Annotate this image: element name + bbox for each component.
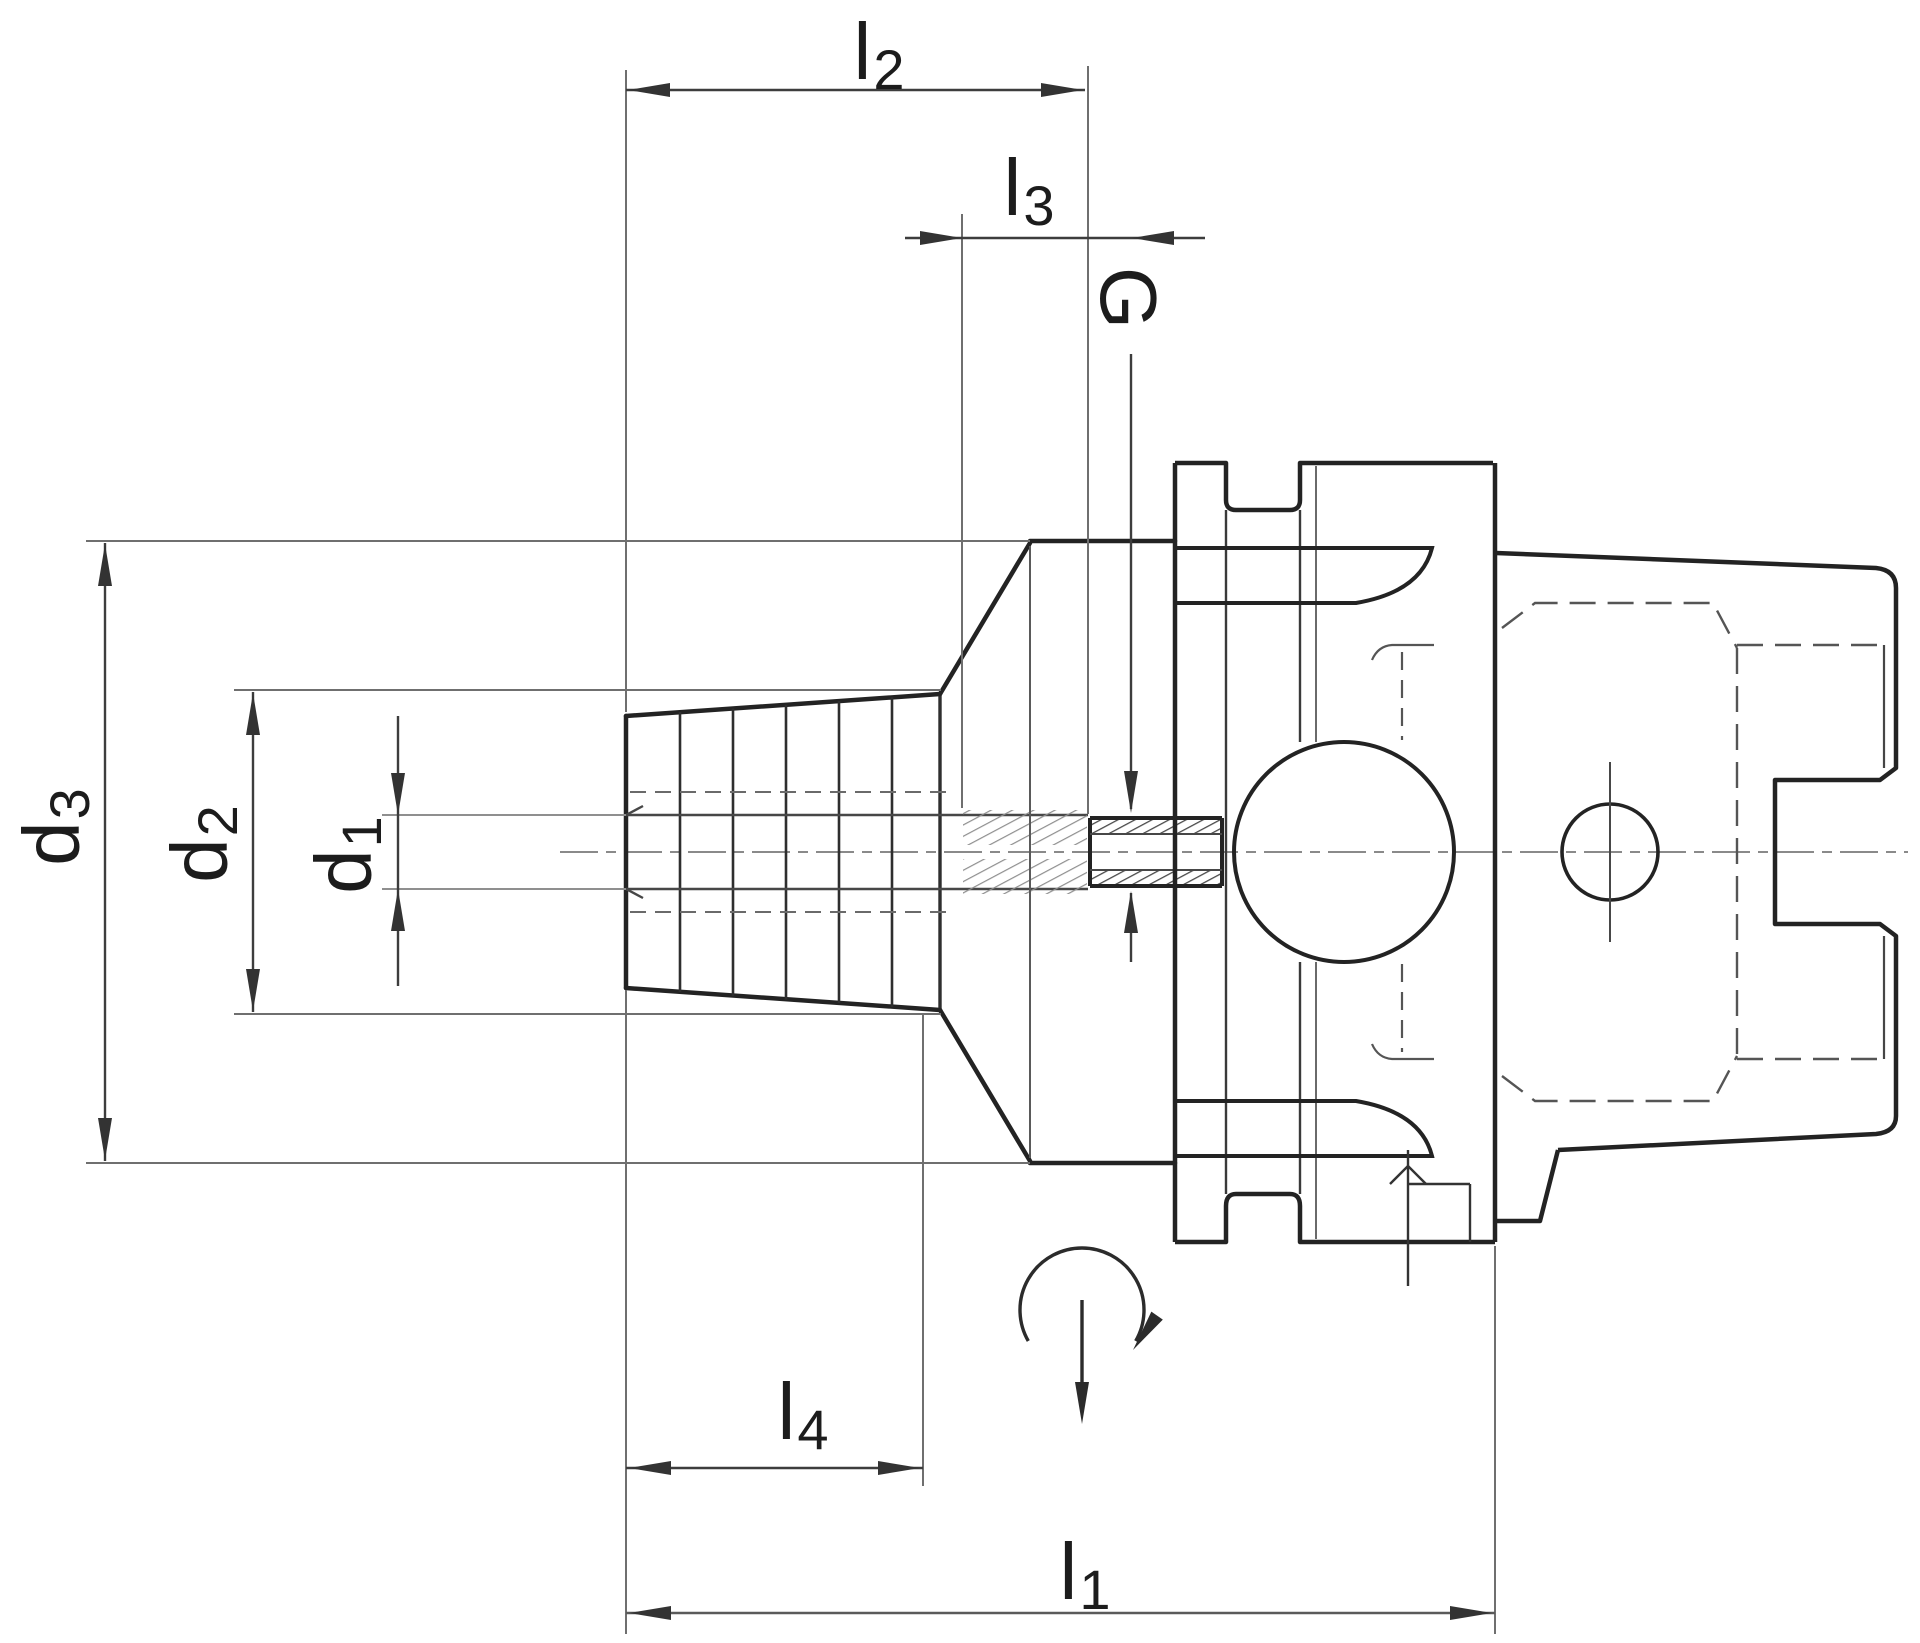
dimension-l2 <box>626 83 1085 97</box>
shank-hidden-cavity <box>1501 601 1884 1103</box>
dimension-d1 <box>391 716 405 986</box>
body-cone <box>937 538 1178 1166</box>
flange-hidden-contour <box>1370 643 1434 1061</box>
shank-side-hole <box>1560 762 1660 942</box>
dimension-l3 <box>905 231 1205 245</box>
hidden-thread-lines <box>630 791 946 913</box>
flange-bottom-notch <box>1389 1150 1472 1286</box>
threaded-stud <box>1088 816 1224 888</box>
nose-step-lines <box>678 694 942 1010</box>
extension-lines <box>86 66 1496 1634</box>
dimension-l4 <box>626 1461 923 1475</box>
thread-engagement-hatch <box>963 810 1087 894</box>
dimension-thread-g <box>1124 354 1138 962</box>
dimension-d2 <box>246 692 260 1012</box>
dimension-l1 <box>626 1606 1495 1620</box>
shank-outline <box>1495 550 1899 1224</box>
dimension-d3 <box>98 543 112 1161</box>
flange-outline <box>1172 460 1498 1245</box>
label-thread-g: G <box>1084 266 1173 330</box>
flange-cross-hole <box>1232 740 1456 964</box>
rotation-direction-symbol <box>1018 1246 1163 1424</box>
gripper-groove-section <box>1175 546 1435 1158</box>
nose-outline <box>623 691 943 1013</box>
